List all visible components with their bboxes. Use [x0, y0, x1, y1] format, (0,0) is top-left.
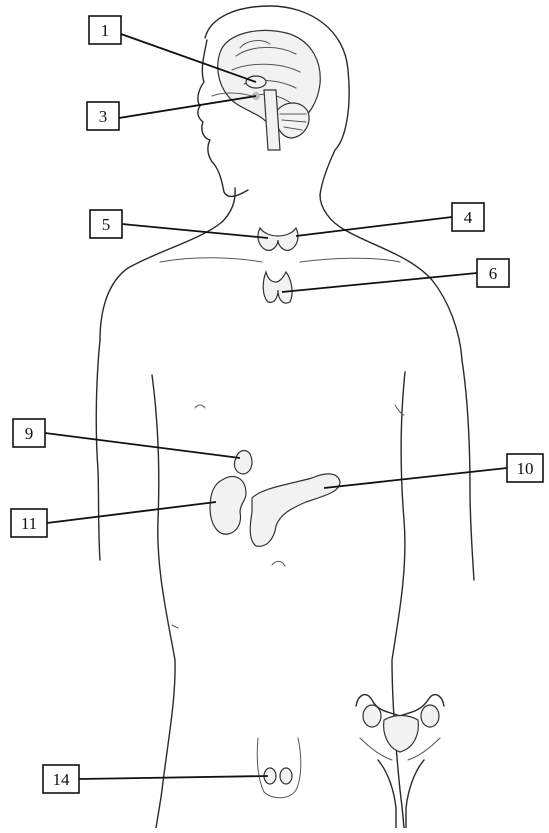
leader-3	[119, 96, 256, 118]
leader-10	[324, 468, 507, 488]
leader-9	[45, 433, 240, 458]
testes	[257, 738, 301, 798]
thyroid-gland	[258, 228, 298, 250]
label-11: 11	[11, 509, 47, 537]
leader-5	[122, 224, 268, 238]
label-5: 5	[90, 210, 122, 238]
label-4: 4	[452, 203, 484, 231]
label-14: 14	[43, 765, 79, 793]
leader-11	[47, 502, 216, 523]
ovaries-uterus	[356, 695, 444, 828]
label-3-text: 3	[99, 107, 108, 126]
label-10-text: 10	[517, 459, 534, 478]
label-6-text: 6	[489, 264, 498, 283]
pancreas	[250, 474, 340, 546]
label-1-text: 1	[101, 21, 110, 40]
label-3: 3	[87, 102, 119, 130]
label-1: 1	[89, 16, 121, 44]
label-6: 6	[477, 259, 509, 287]
label-4-text: 4	[464, 208, 473, 227]
leader-14	[79, 776, 268, 779]
leader-4	[296, 217, 452, 236]
label-11-text: 11	[21, 514, 37, 533]
label-10: 10	[507, 454, 543, 482]
label-9: 9	[13, 419, 45, 447]
leader-6	[282, 273, 477, 292]
thymus-gland	[263, 272, 292, 303]
adrenal-gland	[234, 451, 252, 474]
label-14-text: 14	[53, 770, 71, 789]
label-5-text: 5	[102, 215, 111, 234]
kidney	[210, 476, 246, 534]
label-9-text: 9	[25, 424, 34, 443]
brain	[212, 30, 320, 150]
